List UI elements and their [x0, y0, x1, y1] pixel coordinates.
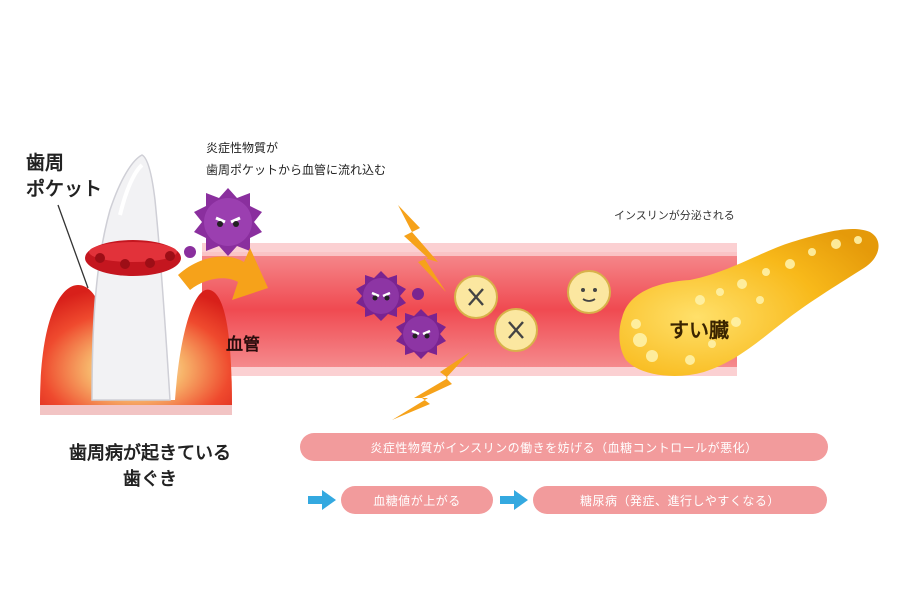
bacteria-particle — [412, 288, 424, 300]
insulin-cell-icon — [567, 270, 611, 314]
inflammatory-label: 炎症性物質が 歯周ポケットから血管に流れ込む — [206, 137, 386, 181]
inflammatory-label-line2: 歯周ポケットから血管に流れ込む — [206, 163, 387, 177]
arrow-right-icon — [500, 490, 528, 510]
bacteria-particle — [184, 246, 196, 258]
pancreas-icon — [619, 229, 879, 376]
pancreas-label: すい臓 — [669, 318, 729, 342]
insulin-cell-icon-blocked — [454, 275, 498, 319]
pocket-label: 歯周 ポケット — [26, 150, 102, 202]
gum — [40, 285, 232, 415]
insulin-effect-pill: 炎症性物質がインスリンの働きを妨げる（血糖コントロールが悪化） — [300, 433, 828, 461]
entry-arrow — [178, 248, 268, 300]
arrow-right-icon — [308, 490, 336, 510]
lightning-icon — [398, 205, 446, 292]
pocket-leader-line — [57, 204, 89, 289]
gum-label-line2: 歯ぐき — [123, 469, 177, 490]
diabetes-pill: 糖尿病（発症、進行しやすくなる） — [533, 486, 827, 514]
lightning-icon — [392, 352, 470, 420]
pocket-label-line1: 歯周 — [26, 152, 65, 174]
blood-sugar-pill: 血糖値が上がる — [341, 486, 493, 514]
insulin-cell-icon-blocked — [494, 308, 538, 352]
pocket-inflammation — [85, 240, 181, 276]
insulin-secreted-label: インスリンが分泌される — [614, 209, 735, 222]
gum-label: 歯周病が起きている 歯ぐき — [40, 441, 260, 493]
bacteria-icon — [194, 188, 262, 256]
bacteria-icon — [356, 271, 406, 321]
pocket-label-line2: ポケット — [26, 178, 103, 200]
tooth-icon — [91, 154, 171, 401]
bacteria-icon — [396, 309, 446, 359]
gum-label-line1: 歯周病が起きている — [69, 443, 231, 464]
blood-vessel-label: 血管 — [226, 335, 260, 355]
inflammatory-label-line1: 炎症性物質が — [206, 141, 279, 155]
